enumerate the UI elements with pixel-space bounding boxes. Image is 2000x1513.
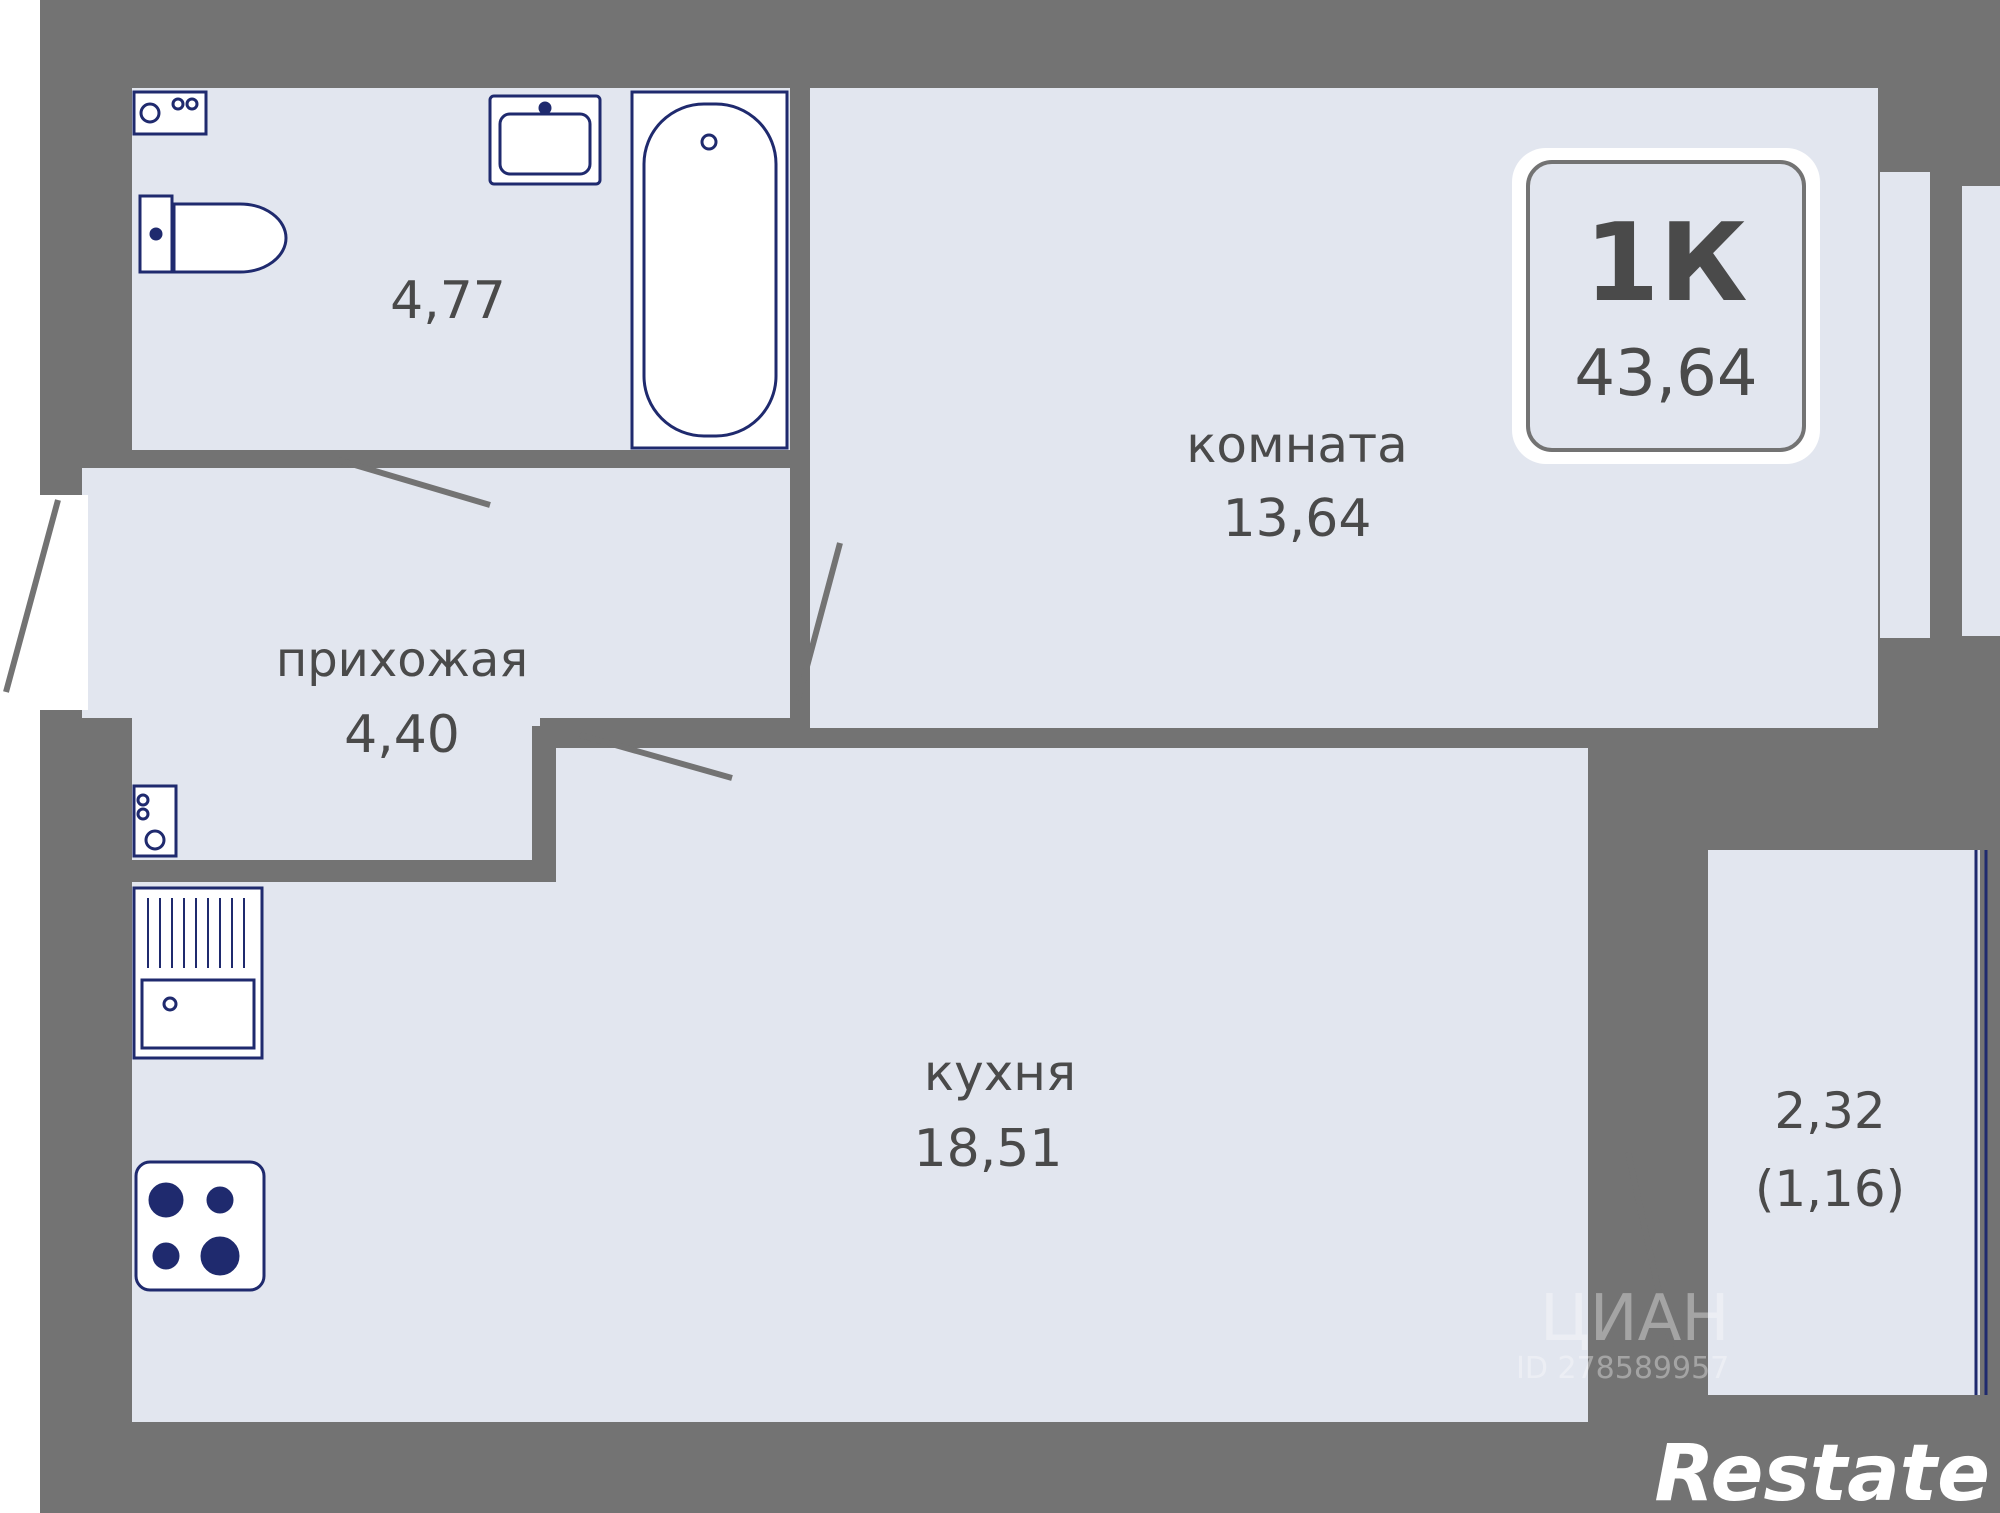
riser-pipe-small-icon <box>171 97 185 111</box>
balcony-wall <box>1658 876 1676 1138</box>
toilet-icon <box>138 194 288 274</box>
door-leaves <box>337 457 1675 1353</box>
living-room-area: 13,64 <box>1223 489 1372 549</box>
logo-text: Restate <box>1654 1429 1990 1513</box>
apartment-badge: 1К 43,64 <box>1512 148 1820 464</box>
meter-icon-2 <box>136 807 150 821</box>
window-pane-2 <box>1962 186 2000 636</box>
bathroom-area: 4,77 <box>390 271 506 331</box>
kitchen-area: 18,51 <box>914 1119 1063 1179</box>
sink-icon <box>488 94 602 186</box>
hallway-floor <box>82 468 790 718</box>
hallway-fixtures <box>132 784 178 858</box>
apartment-total-area: 43,64 <box>1574 337 1757 411</box>
window-pane-1 <box>1880 172 1930 638</box>
hall-step-wall-vertical <box>532 726 556 880</box>
hallway-area: 4,40 <box>344 705 460 765</box>
entrance-door-leaf <box>3 499 61 693</box>
apartment-type: 1К <box>1584 201 1747 326</box>
bathroom-living-wall <box>790 88 810 510</box>
hall-step-wall-bottom <box>132 860 556 882</box>
kitchen-door-leaf <box>579 732 733 781</box>
balcony-wall-stub <box>1660 850 1708 880</box>
window-living <box>1880 172 2000 638</box>
stove-icon <box>134 1160 266 1292</box>
bathroom-hall-wall-right <box>505 450 810 468</box>
bathroom-door-leaf <box>337 457 491 508</box>
hallway-floor-lower <box>132 718 540 860</box>
watermark-id: ID 278589957 <box>1516 1351 1729 1386</box>
meter-box <box>132 784 178 858</box>
room-labels: 4,77 комната 13,64 прихожая 4,40 кухня 1… <box>276 271 1905 1218</box>
riser-box <box>132 90 208 136</box>
cian-watermark: ЦИАН ID 278589957 <box>1516 1282 1729 1386</box>
balcony-wall-bottom <box>1658 1380 1688 1420</box>
meter-icon-1 <box>136 793 150 807</box>
entrance <box>0 495 88 710</box>
kitchen-label: кухня <box>924 1044 1076 1102</box>
balcony-door-leaf <box>1625 1151 1675 1353</box>
bathroom-fixtures <box>132 90 789 450</box>
meter-icon-3 <box>144 829 166 851</box>
kitchen-sink-icon <box>132 886 264 1060</box>
balcony-area: 2,32 <box>1774 1082 1885 1140</box>
balcony-reduced-area: (1,16) <box>1755 1160 1905 1218</box>
riser-pipe-icon <box>139 102 161 124</box>
badge-inner <box>1526 160 1806 452</box>
hallway-label: прихожая <box>276 632 528 688</box>
balcony-floor <box>1708 850 1980 1395</box>
riser-pipe-small-icon-2 <box>185 97 199 111</box>
living-kitchen-wall <box>760 728 1878 748</box>
entrance-opening <box>0 495 88 710</box>
kitchen-floor <box>132 748 1588 1422</box>
watermark-brand: ЦИАН <box>1540 1282 1729 1356</box>
living-door-leaf <box>795 542 843 701</box>
living-room-label: комната <box>1186 416 1408 474</box>
interior-walls <box>132 88 1878 1420</box>
kitchen-fixtures <box>132 886 266 1292</box>
restate-logo: Restate <box>1654 1429 1990 1513</box>
bathtub-icon <box>630 90 789 450</box>
balcony-glazing <box>1974 850 1988 1395</box>
bathroom-hall-wall-left <box>132 450 338 468</box>
